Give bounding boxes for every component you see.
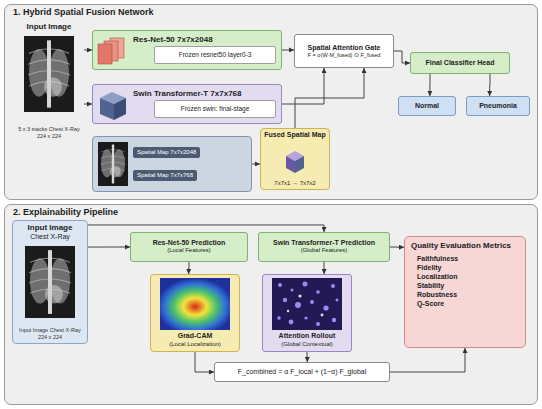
cube-face xyxy=(286,156,295,173)
connector-arrow xyxy=(88,225,324,232)
node-label: F = σ(W·M_fused) ⊙ F_fused xyxy=(298,52,390,59)
node-label: Q-Score xyxy=(411,299,519,308)
node-label: Fused Spatial Map xyxy=(264,131,326,139)
section-panel: Input ImageChest X-RayInput Image Chest … xyxy=(4,204,538,405)
node-label: Chest X-Ray xyxy=(16,233,84,241)
connector-arrow xyxy=(295,68,364,128)
node-label: 7x7x1 → 7x7x2 xyxy=(264,180,326,187)
node-label: (Local Localization) xyxy=(154,341,236,349)
node-label: Localization xyxy=(411,272,519,281)
metrics-box: Quality Evaluation MetricsFaithfulnessFi… xyxy=(404,236,526,348)
node-label: 5 x 3 stacks Chest X-Ray 224 x 224 xyxy=(14,126,84,140)
class-output-box: Pneumonia xyxy=(466,96,530,116)
frozen-layer-box: Frozen swin: final-stage xyxy=(154,100,276,118)
node-label: Stability xyxy=(411,281,519,290)
connector-arrow xyxy=(88,247,130,248)
gradcam-heatmap xyxy=(160,278,230,330)
connector-arrow xyxy=(188,262,189,274)
layer-block xyxy=(104,41,118,61)
input-image: Input Image 5 x 3 stacks Chest X-Ray 224 … xyxy=(14,22,84,140)
node-label: Swin Transformer-T Prediction xyxy=(262,239,386,247)
connector-arrow xyxy=(282,68,324,104)
connector-arrow xyxy=(429,74,430,96)
fused-map-icon xyxy=(286,151,304,173)
connector-arrow xyxy=(390,247,404,248)
backbone-box: Frozen swin: final-stage Swin Transformer… xyxy=(92,84,282,124)
node-label: F_combined = α F_local + (1−α) F_global xyxy=(218,368,386,376)
chest-xray-image xyxy=(98,142,128,186)
node-label: Res-Net-50 Prediction xyxy=(134,239,244,247)
layer-block xyxy=(110,38,124,58)
cube-face xyxy=(295,156,304,173)
frozen-layer-box: Frozen resnet50 layer0-3 xyxy=(154,46,276,64)
attention-gate-box: Spatial Attention GateF = σ(W·M_fused) ⊙… xyxy=(294,34,394,68)
spatial-map-box: Spatial Map 7x7x2048Spatial Map 7x7x768 xyxy=(92,136,252,192)
swin-cube-icon xyxy=(100,92,126,120)
node-label: Input Image xyxy=(16,223,84,233)
node-label: (Global Contextual) xyxy=(266,341,348,349)
prediction-box: Res-Net-50 Prediction(Local Features) xyxy=(130,232,248,262)
node-label: Normal xyxy=(402,102,452,110)
connectors xyxy=(84,50,490,372)
node-label: Grad-CAM xyxy=(154,332,236,340)
connector-arrow xyxy=(282,49,294,50)
node-label: Frozen swin: final-stage xyxy=(181,105,250,113)
resnet-icon xyxy=(98,38,124,64)
backbone-box: Frozen resnet50 layer0-3 Res-Net-50 7x7x2… xyxy=(92,30,282,70)
connector-arrow xyxy=(390,348,465,372)
node-label: Quality Evaluation Metrics xyxy=(411,241,519,251)
connector-arrow xyxy=(195,352,214,372)
attention-ground xyxy=(272,278,342,330)
connector-arrow xyxy=(394,51,410,63)
connector-arrow xyxy=(84,104,92,105)
node-label: Frozen resnet50 layer0-3 xyxy=(179,51,252,59)
attention-rollout-box: Attention Rollout(Global Contextual) xyxy=(262,274,352,352)
cube-face xyxy=(100,92,126,104)
connector-arrow xyxy=(84,49,92,50)
node-label: Faithfulness xyxy=(411,254,519,263)
node-label: Robustness xyxy=(411,290,519,299)
attention-peaks xyxy=(287,294,324,316)
cube-face xyxy=(114,98,126,120)
connector-arrow xyxy=(307,352,308,362)
prediction-box: Swin Transformer-T Prediction(Global Fea… xyxy=(258,232,390,262)
layer-block xyxy=(98,44,112,64)
node-label: Spatial Map 7x7x2048 xyxy=(133,147,200,158)
attention-dots xyxy=(277,282,338,327)
class-output-box: Normal xyxy=(398,96,456,116)
fused-map-box: Fused Spatial Map 7x7x1 → 7x7x2 xyxy=(260,128,330,190)
node-label: Final Classifier Head xyxy=(414,59,506,67)
node-label: Attention Rollout xyxy=(266,332,348,340)
connector-arrow xyxy=(252,163,260,164)
cube-face xyxy=(286,151,304,161)
node-label: Input Image xyxy=(14,22,84,32)
node-label: Spatial Attention Gate xyxy=(298,44,390,52)
gradcam-box: Grad-CAM(Local Localization) xyxy=(150,274,240,352)
section-panel: Input Image 5 x 3 stacks Chest X-Ray 224 … xyxy=(4,4,538,200)
heatmap xyxy=(160,278,230,330)
node-label: Res-Net-50 7x7x2048 xyxy=(133,35,277,45)
connector-arrow xyxy=(489,74,490,96)
panel-title: 2. Explainability Pipeline xyxy=(13,207,529,218)
panel-title: 1. Hybrid Spatial Fusion Network xyxy=(13,7,529,18)
node-label: (Global Features) xyxy=(262,247,386,255)
connector-arrow xyxy=(324,262,325,274)
attention-rollout-map xyxy=(272,278,342,330)
node-label: Spatial Map 7x7x768 xyxy=(133,170,197,181)
node-label: Fidelity xyxy=(411,263,519,272)
node-label: Pneumonia xyxy=(470,102,526,110)
classifier-box: Final Classifier Head xyxy=(410,52,510,74)
node-label: Input Image Chest X-Ray 224 x 224 xyxy=(16,327,84,341)
input-image-box: Input ImageChest X-RayInput Image Chest … xyxy=(12,220,88,344)
chest-xray-image xyxy=(25,246,75,318)
chest-xray-image xyxy=(24,36,74,112)
node-label: (Local Features) xyxy=(134,247,244,255)
node-label: Swin Transformer-T 7x7x768 xyxy=(133,89,277,99)
cube-face xyxy=(100,98,114,120)
formula-box: F_combined = α F_local + (1−α) F_global xyxy=(214,362,390,382)
